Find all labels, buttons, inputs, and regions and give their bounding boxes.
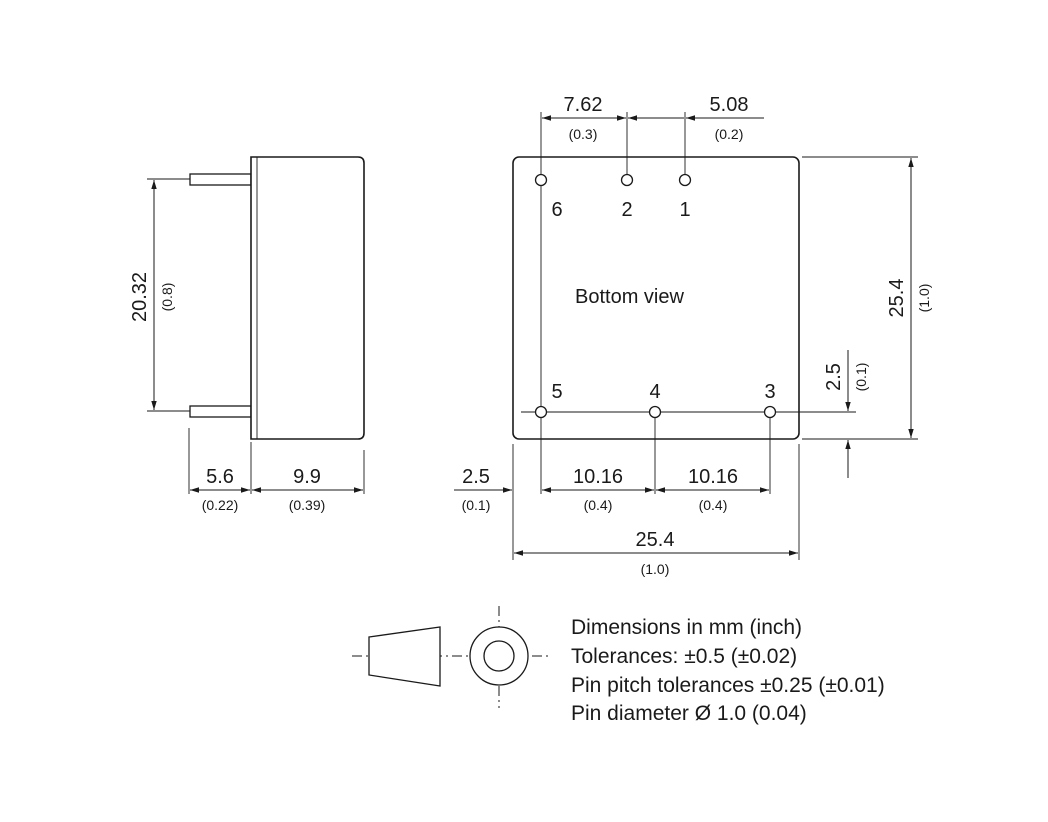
top-pitch-right-inch: (0.2) bbox=[715, 126, 744, 142]
body-depth-mm: 9.9 bbox=[293, 466, 321, 488]
pitch-1-mm: 10.16 bbox=[573, 466, 623, 488]
bottom-width-mm: 25.4 bbox=[636, 529, 675, 551]
pitch-1-inch: (0.4) bbox=[584, 497, 613, 513]
pin-taper-side-icon bbox=[368, 626, 441, 687]
note-pin-diameter: Pin diameter Ø 1.0 (0.04) bbox=[571, 702, 807, 725]
notes: Dimensions in mm (inch) Tolerances: ±0.5… bbox=[571, 616, 885, 725]
pin-label-3: 3 bbox=[764, 381, 775, 403]
left-offset-mm: 2.5 bbox=[462, 466, 490, 488]
bottom-height-mm: 25.4 bbox=[886, 279, 908, 318]
bottom-height-inch: (1.0) bbox=[916, 284, 932, 313]
top-pitch-right-mm: 5.08 bbox=[710, 94, 749, 116]
note-units: Dimensions in mm (inch) bbox=[571, 616, 802, 639]
body-depth-inch: (0.39) bbox=[289, 497, 326, 513]
top-pitch-left-inch: (0.3) bbox=[569, 126, 598, 142]
side-pin-bottom bbox=[189, 405, 252, 418]
pin-length-mm: 5.6 bbox=[206, 466, 234, 488]
bottom-body bbox=[512, 156, 800, 440]
note-pin-pitch-tolerances: Pin pitch tolerances ±0.25 (±0.01) bbox=[571, 674, 885, 697]
pin-5 bbox=[534, 405, 548, 419]
side-height-inch: (0.8) bbox=[159, 283, 175, 312]
pin-label-1: 1 bbox=[679, 199, 690, 221]
pin-1 bbox=[678, 173, 692, 187]
pin-label-5: 5 bbox=[551, 381, 562, 403]
pin-4 bbox=[648, 405, 662, 419]
pin-length-inch: (0.22) bbox=[202, 497, 239, 513]
bottom-view-title: Bottom view bbox=[575, 286, 684, 308]
pin-3 bbox=[763, 405, 777, 419]
bottom-width-inch: (1.0) bbox=[641, 561, 670, 577]
left-offset-inch: (0.1) bbox=[462, 497, 491, 513]
pin-end-inner-icon bbox=[483, 640, 515, 672]
bottom-offset-mm: 2.5 bbox=[823, 363, 845, 391]
pitch-2-inch: (0.4) bbox=[699, 497, 728, 513]
pin-2 bbox=[620, 173, 634, 187]
pin-label-4: 4 bbox=[649, 381, 660, 403]
pin-label-2: 2 bbox=[621, 199, 632, 221]
side-height-mm: 20.32 bbox=[129, 272, 151, 322]
bottom-offset-inch: (0.1) bbox=[853, 363, 869, 392]
side-pin-top bbox=[189, 173, 252, 186]
pin-label-6: 6 bbox=[551, 199, 562, 221]
pin-detail bbox=[352, 606, 548, 708]
top-pitch-left-mm: 7.62 bbox=[564, 94, 603, 116]
note-tolerances: Tolerances: ±0.5 (±0.02) bbox=[571, 645, 797, 668]
bottom-view: 6 2 1 5 4 3 Bottom view 7.62 (0.3) 5.08 … bbox=[454, 94, 932, 577]
pitch-2-mm: 10.16 bbox=[688, 466, 738, 488]
side-view: 20.32 (0.8) 5.6 (0.22) 9.9 (0.39) bbox=[129, 156, 365, 513]
pin-6 bbox=[534, 173, 548, 187]
side-body bbox=[250, 156, 365, 440]
